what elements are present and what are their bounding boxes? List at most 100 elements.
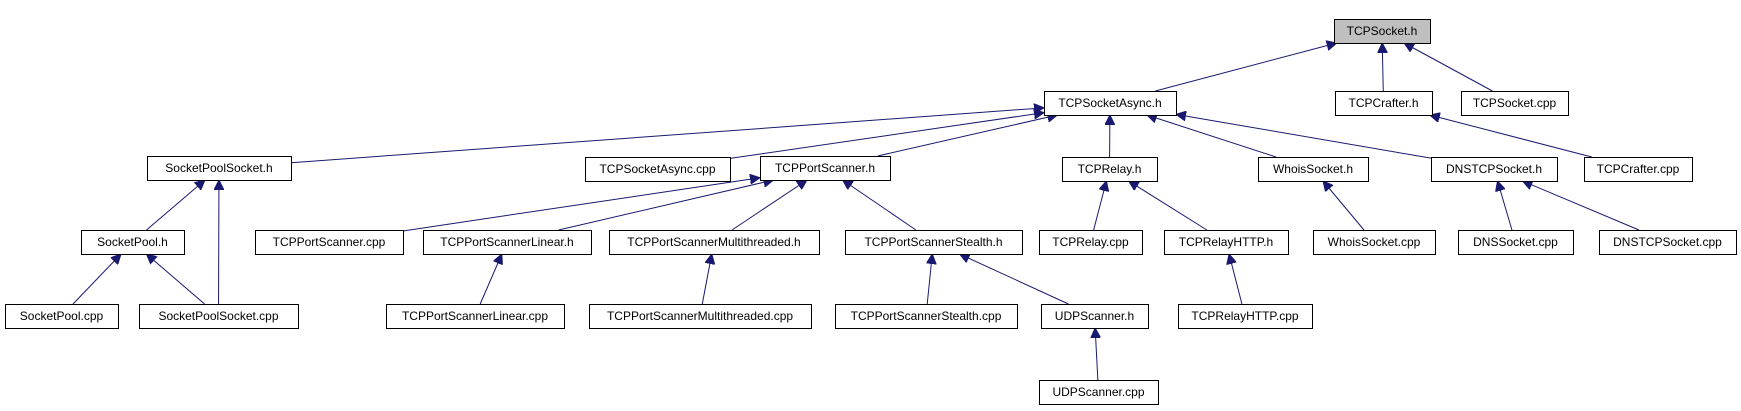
- node-box: [1062, 157, 1158, 182]
- node-box: [835, 304, 1018, 329]
- node-label: SocketPool.h: [97, 235, 168, 249]
- node-label: SocketPool.cpp: [20, 309, 104, 323]
- node-label: TCPRelayHTTP.h: [1179, 235, 1273, 249]
- edge-tcpsocket_cpp-to-tcpsocket_h: [1404, 43, 1493, 92]
- node-box: [1041, 304, 1149, 329]
- node-label: TCPPortScannerLinear.cpp: [402, 309, 548, 323]
- node-tcprelayhttp_h[interactable]: TCPRelayHTTP.h: [1164, 230, 1289, 255]
- node-box: [1044, 91, 1177, 116]
- node-box: [1258, 157, 1369, 182]
- node-tcpportscannerstealth_cpp[interactable]: TCPPortScannerStealth.cpp: [835, 304, 1018, 329]
- edge-tcpsocketasync_h-to-tcpsocket_h: [1155, 43, 1336, 92]
- edge-tcpportscannerstealth_cpp-to-tcpportscannerstealth_h: [927, 254, 932, 305]
- edge-tcpsocketasync_cpp-to-tcpsocketasync_h: [729, 113, 1044, 159]
- node-whoissocket_h[interactable]: WhoisSocket.h: [1258, 157, 1369, 182]
- edge-tcpportscanner_h-to-tcpsocketasync_h: [877, 115, 1058, 157]
- node-tcpportscannerlinear_cpp[interactable]: TCPPortScannerLinear.cpp: [386, 304, 565, 329]
- node-tcprelay_cpp[interactable]: TCPRelay.cpp: [1039, 230, 1143, 255]
- node-socketpool_h[interactable]: SocketPool.h: [81, 230, 185, 255]
- node-dnstcpsocket_cpp[interactable]: DNSTCPSocket.cpp: [1599, 230, 1737, 255]
- node-box: [589, 304, 812, 329]
- node-tcpsocketasync_cpp[interactable]: TCPSocketAsync.cpp: [585, 157, 731, 182]
- node-label: SocketPoolSocket.h: [165, 161, 272, 175]
- node-box: [1039, 380, 1159, 405]
- node-label: TCPPortScannerMultithreaded.cpp: [607, 309, 793, 323]
- node-socketpoolsocket_h[interactable]: SocketPoolSocket.h: [147, 156, 292, 181]
- node-tcpsocket_h[interactable]: TCPSocket.h: [1334, 19, 1431, 44]
- node-tcpportscannermultithreaded_cpp[interactable]: TCPPortScannerMultithreaded.cpp: [589, 304, 812, 329]
- edge-dnstcpsocket_cpp-to-dnstcpsocket_h: [1523, 181, 1640, 231]
- edge-tcpportscannerstealth_h-to-tcpportscanner_h: [843, 180, 917, 231]
- node-label: TCPPortScannerLinear.h: [440, 235, 573, 249]
- node-label: DNSTCPSocket.cpp: [1613, 235, 1722, 249]
- edge-tcprelay_cpp-to-tcprelay_h: [1093, 181, 1107, 231]
- node-box: [1313, 230, 1436, 255]
- node-box: [1584, 157, 1693, 182]
- node-tcpportscanner_cpp[interactable]: TCPPortScanner.cpp: [255, 230, 404, 255]
- node-tcpportscanner_h[interactable]: TCPPortScanner.h: [760, 156, 891, 181]
- node-label: TCPPortScanner.h: [775, 161, 875, 175]
- node-box: [1599, 230, 1737, 255]
- node-box: [845, 230, 1023, 255]
- node-box: [5, 304, 119, 329]
- node-udpscanner_cpp[interactable]: UDPScanner.cpp: [1039, 380, 1159, 405]
- node-box: [1431, 157, 1558, 182]
- node-udpscanner_h[interactable]: UDPScanner.h: [1041, 304, 1149, 329]
- node-label: TCPSocket.h: [1347, 24, 1418, 38]
- node-label: TCPSocket.cpp: [1473, 96, 1557, 110]
- edges-layer: [72, 43, 1640, 381]
- node-tcpportscannerstealth_h[interactable]: TCPPortScannerStealth.h: [845, 230, 1023, 255]
- node-tcpcrafter_h[interactable]: TCPCrafter.h: [1335, 91, 1433, 116]
- node-box: [1461, 91, 1569, 116]
- node-label: UDPScanner.cpp: [1052, 385, 1144, 399]
- edge-tcpportscannermultithreaded_cpp-to-tcpportscannermultithreaded_h: [701, 254, 711, 305]
- node-box: [1164, 230, 1289, 255]
- edge-tcpportscannerlinear_h-to-tcpportscanner_h: [558, 180, 774, 231]
- node-socketpool_cpp[interactable]: SocketPool.cpp: [5, 304, 119, 329]
- node-box: [760, 156, 891, 181]
- edge-socketpool_cpp-to-socketpool_h: [72, 254, 121, 305]
- node-box: [1039, 230, 1143, 255]
- node-label: TCPSocketAsync.h: [1058, 96, 1161, 110]
- node-dnstcpsocket_h[interactable]: DNSTCPSocket.h: [1431, 157, 1558, 182]
- node-label: DNSSocket.cpp: [1473, 235, 1558, 249]
- node-box: [609, 230, 820, 255]
- node-whoissocket_cpp[interactable]: WhoisSocket.cpp: [1313, 230, 1436, 255]
- node-label: TCPCrafter.cpp: [1597, 162, 1680, 176]
- node-box: [255, 230, 404, 255]
- edge-tcprelayhttp_h-to-tcprelay_h: [1129, 181, 1208, 231]
- node-dnssocket_cpp[interactable]: DNSSocket.cpp: [1458, 230, 1574, 255]
- node-label: TCPCrafter.h: [1348, 96, 1418, 110]
- node-socketpoolsocket_cpp[interactable]: SocketPoolSocket.cpp: [139, 304, 299, 329]
- node-label: WhoisSocket.h: [1273, 162, 1353, 176]
- node-label: TCPPortScannerStealth.cpp: [851, 309, 1002, 323]
- node-label: DNSTCPSocket.h: [1446, 162, 1542, 176]
- node-box: [1458, 230, 1574, 255]
- node-label: SocketPoolSocket.cpp: [158, 309, 278, 323]
- node-label: TCPPortScanner.cpp: [273, 235, 386, 249]
- node-tcpportscannermultithreaded_h[interactable]: TCPPortScannerMultithreaded.h: [609, 230, 820, 255]
- node-label: TCPRelayHTTP.cpp: [1191, 309, 1298, 323]
- node-label: TCPRelay.cpp: [1052, 235, 1129, 249]
- node-box: [147, 156, 292, 181]
- edge-tcprelayhttp_cpp-to-tcprelayhttp_h: [1229, 254, 1243, 305]
- node-box: [1335, 91, 1433, 116]
- node-box: [1334, 19, 1431, 44]
- node-box: [1178, 304, 1313, 329]
- node-label: UDPScanner.h: [1055, 309, 1134, 323]
- edge-udpscanner_h-to-tcpportscannerstealth_h: [960, 254, 1069, 305]
- node-tcprelayhttp_cpp[interactable]: TCPRelayHTTP.cpp: [1178, 304, 1313, 329]
- node-tcpcrafter_cpp[interactable]: TCPCrafter.cpp: [1584, 157, 1693, 182]
- node-tcprelay_h[interactable]: TCPRelay.h: [1062, 157, 1158, 182]
- edge-socketpoolsocket_cpp-to-socketpool_h: [146, 254, 205, 305]
- edge-tcpportscannerlinear_cpp-to-tcpportscannerlinear_h: [479, 254, 502, 305]
- node-box: [81, 230, 185, 255]
- node-tcpsocket_cpp[interactable]: TCPSocket.cpp: [1461, 91, 1569, 116]
- edge-socketpool_h-to-socketpoolsocket_h: [146, 180, 205, 231]
- edge-udpscanner_cpp-to-udpscanner_h: [1095, 328, 1098, 381]
- node-tcpportscannerlinear_h[interactable]: TCPPortScannerLinear.h: [423, 230, 592, 255]
- node-tcpsocketasync_h[interactable]: TCPSocketAsync.h: [1044, 91, 1177, 116]
- edge-tcpportscannermultithreaded_h-to-tcpportscanner_h: [731, 180, 807, 231]
